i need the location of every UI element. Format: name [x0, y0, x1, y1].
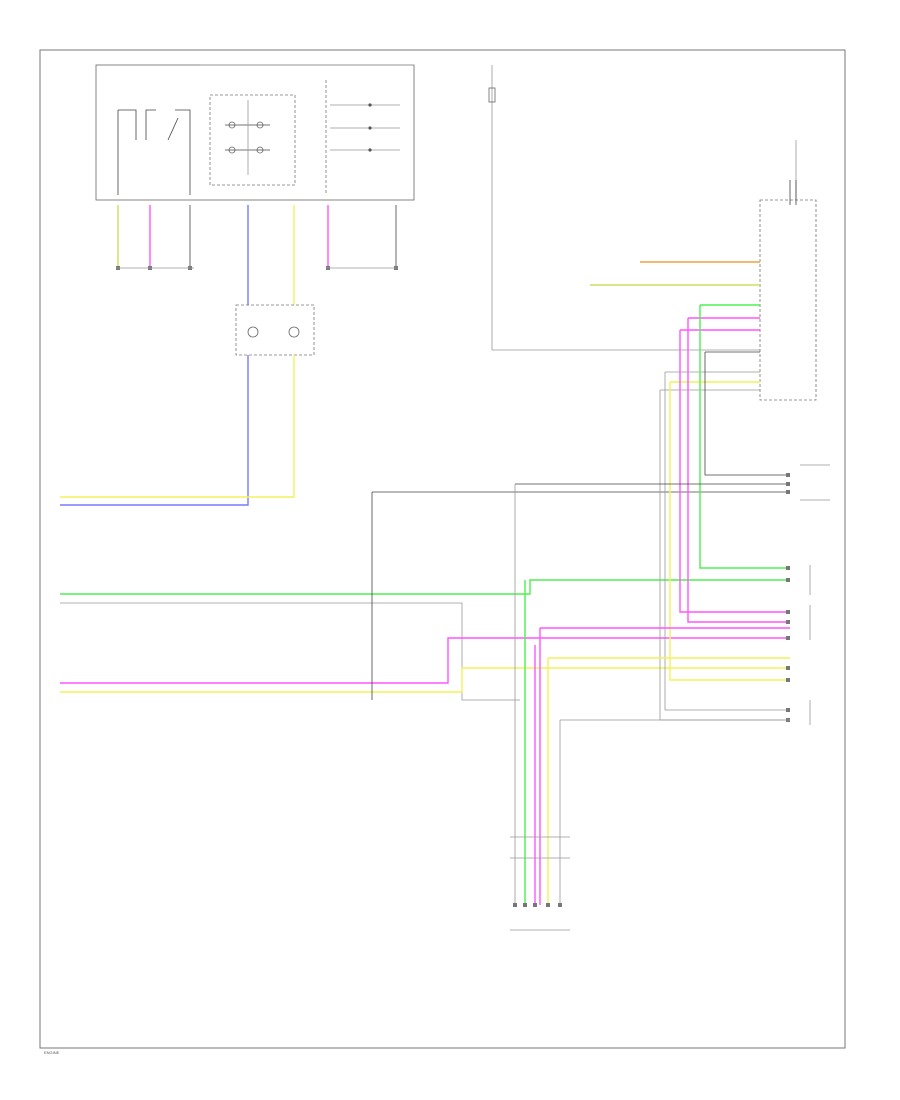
- left-connector-wires: [60, 491, 790, 701]
- right-connector-pins: [786, 464, 830, 725]
- right-vertical-bundle: [515, 305, 790, 721]
- diagram-frame: [39, 49, 846, 1049]
- relay-component: [235, 304, 315, 495]
- bottom-vertical-bundle: [510, 484, 790, 931]
- fuse-feed: [488, 65, 760, 351]
- top-switch-assembly: [95, 64, 415, 201]
- top-box-wires: [116, 205, 398, 305]
- right-module: [590, 140, 817, 401]
- footer-code: ENGINE: [44, 1050, 60, 1055]
